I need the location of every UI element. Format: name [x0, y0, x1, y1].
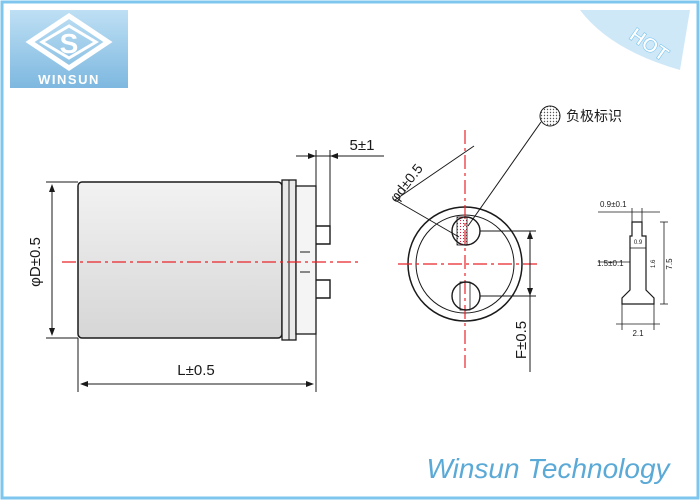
length-label: L±0.5 — [177, 362, 214, 379]
pin-height-label: 7.5 — [665, 258, 674, 270]
end-cap — [295, 185, 317, 335]
diameter-label: φD±0.5 — [27, 237, 44, 287]
pin-inner-label-b: 1.6 — [651, 259, 657, 268]
negative-mark-label: 负极标识 — [566, 108, 622, 124]
side-view: φD±0.5 L±0.5 5±1 — [27, 137, 384, 392]
logo-name: WINSUN — [38, 72, 100, 87]
logo-letters: S — [60, 28, 79, 59]
upper-lead — [316, 225, 331, 245]
capacitor-body — [77, 181, 283, 339]
pin-spacing-label: F±0.5 — [513, 321, 530, 359]
negative-mark-icon — [539, 105, 561, 127]
pin-base-width-label: 2.1 — [632, 329, 644, 338]
pin-profile — [621, 221, 655, 305]
end-view: φd±0.5 F±0.5 负极标识 — [386, 105, 622, 372]
pin-detail: 0.9±0.1 1.5±0.1 0.9 1.6 7.5 2.1 — [597, 200, 674, 338]
pin-top-width-label: 0.9±0.1 — [600, 200, 627, 209]
lower-lead — [316, 279, 331, 299]
lead-length-label: 5±1 — [350, 137, 375, 154]
footer-brand: Winsun Technology — [426, 453, 671, 484]
hot-badge: HOT — [580, 10, 690, 70]
pin-inner-label-a: 0.9 — [634, 240, 643, 246]
pin-shoulder-width-label: 1.5±0.1 — [597, 259, 624, 268]
winsun-logo: S WINSUN — [10, 10, 128, 88]
positive-pin — [451, 281, 481, 311]
